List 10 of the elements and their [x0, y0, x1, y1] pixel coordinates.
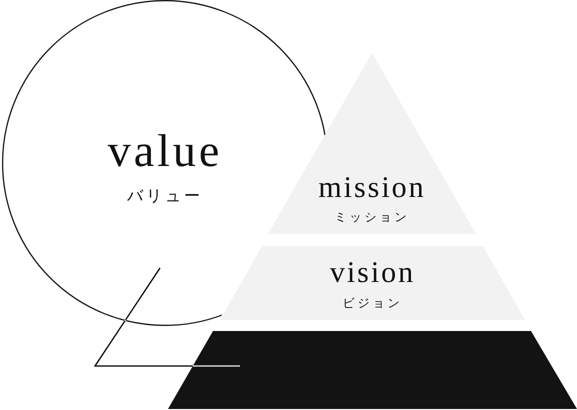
pyramid-band [168, 331, 577, 409]
subtitle-text: ミッション [334, 211, 410, 223]
pyramid-band [268, 53, 476, 234]
leader-line [94, 268, 240, 367]
subtitle-text: ビジョン [342, 297, 402, 309]
heading-text: value [108, 128, 222, 174]
pyramid-band [220, 246, 525, 320]
heading-text: vision [330, 258, 416, 288]
subtitle-text: バリュー [127, 188, 203, 204]
heading-text: mission [318, 173, 426, 203]
